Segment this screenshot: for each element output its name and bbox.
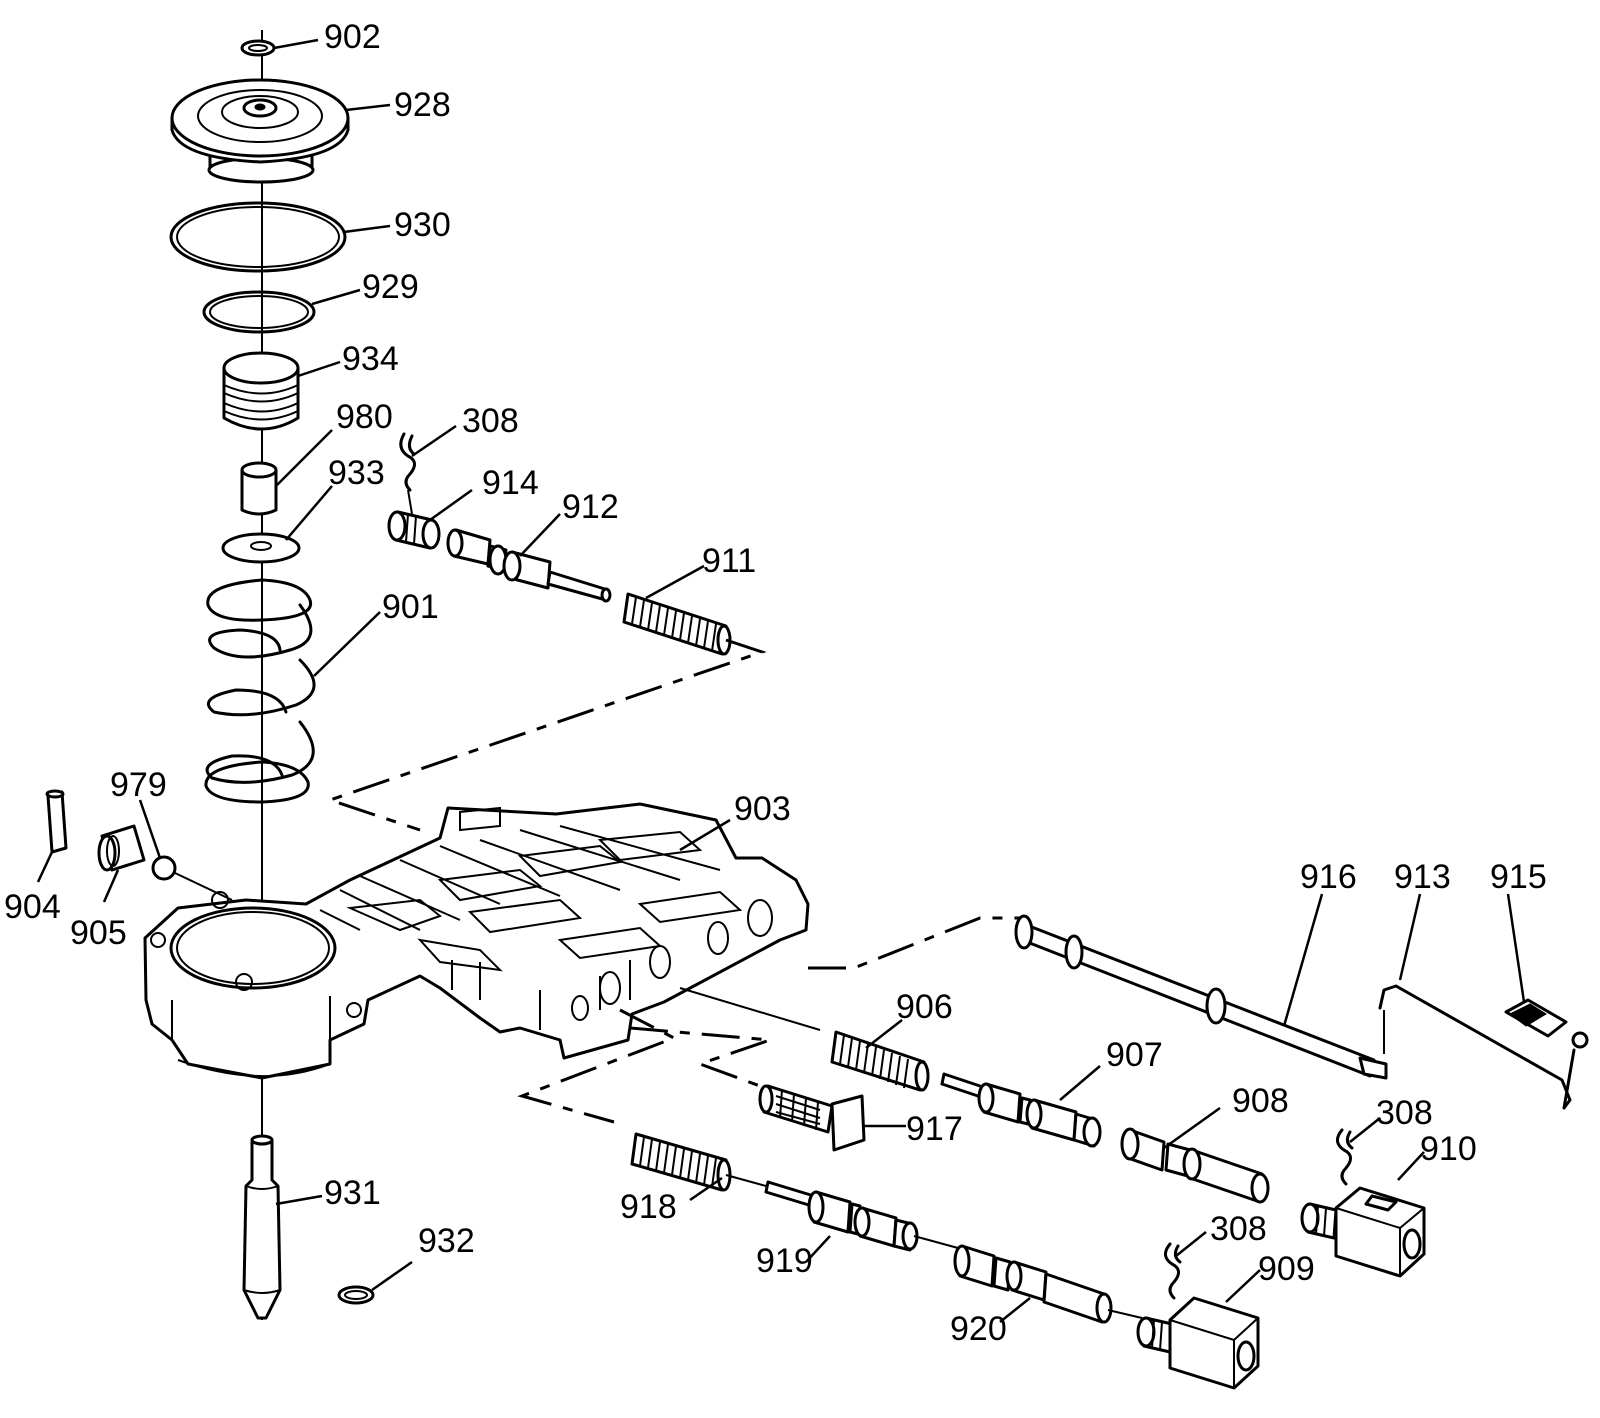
label-308-mid: 308 — [1376, 1094, 1433, 1132]
label-932: 932 — [418, 1222, 475, 1260]
part-905-plug — [97, 824, 146, 872]
label-933: 933 — [328, 454, 385, 492]
part-908-valve — [1120, 1127, 1270, 1204]
assembly-line-917 — [629, 1026, 771, 1088]
label-905: 905 — [70, 914, 127, 952]
part-932-ring — [337, 1285, 375, 1305]
part-308-clip-upper — [399, 432, 416, 492]
part-906-spring — [830, 1030, 930, 1092]
part-933-washer — [221, 532, 301, 564]
part-909-solenoid — [1136, 1296, 1260, 1390]
label-913: 913 — [1394, 858, 1451, 896]
label-904: 904 — [4, 888, 61, 926]
part-916-valve-rod — [1014, 914, 1388, 1080]
part-902-snap-ring — [240, 39, 276, 57]
label-910: 910 — [1420, 1130, 1477, 1168]
label-908: 908 — [1232, 1082, 1289, 1120]
label-920: 920 — [950, 1310, 1007, 1348]
part-934-piston — [222, 351, 300, 431]
label-917: 917 — [906, 1110, 963, 1148]
part-914-plug — [387, 510, 441, 550]
label-903: 903 — [734, 790, 791, 828]
part-910-solenoid — [1300, 1186, 1426, 1278]
label-907: 907 — [1106, 1036, 1163, 1074]
label-916: 916 — [1300, 858, 1357, 896]
part-915-connector — [1504, 998, 1589, 1049]
part-919-valve — [764, 1180, 919, 1252]
label-909: 909 — [1258, 1250, 1315, 1288]
part-911-spring — [622, 592, 732, 656]
part-904-pin — [45, 789, 68, 854]
label-308-upper: 308 — [462, 402, 519, 440]
part-903-valve-body — [143, 802, 810, 1080]
label-912: 912 — [562, 488, 619, 526]
label-928: 928 — [394, 86, 451, 124]
part-930-seal — [169, 201, 347, 273]
part-901-spring — [204, 578, 316, 804]
part-918-spring — [630, 1132, 732, 1192]
label-934: 934 — [342, 340, 399, 378]
part-308-clip-mid — [1336, 1128, 1354, 1186]
part-907-valve — [940, 1072, 1102, 1148]
label-902: 902 — [324, 18, 381, 56]
label-980: 980 — [336, 398, 393, 436]
label-914: 914 — [482, 464, 539, 502]
part-979-ball — [151, 855, 177, 881]
label-901: 901 — [382, 588, 439, 626]
leader-lines — [36, 38, 1526, 1323]
label-930: 930 — [394, 206, 451, 244]
part-917-filter — [758, 1084, 866, 1152]
part-920-valve — [953, 1244, 1113, 1324]
label-915: 915 — [1490, 858, 1547, 896]
assembly-line-918 — [517, 1008, 678, 1124]
part-913-wire — [1378, 984, 1576, 1110]
part-980-pin — [240, 461, 278, 516]
label-918: 918 — [620, 1188, 677, 1226]
part-308-clip-lower — [1164, 1242, 1182, 1300]
label-929: 929 — [362, 268, 419, 306]
label-308-lower: 308 — [1210, 1210, 1267, 1248]
assembly-line-916 — [808, 916, 1026, 970]
part-931-pin — [242, 1134, 282, 1320]
label-931: 931 — [324, 1174, 381, 1212]
label-906: 906 — [896, 988, 953, 1026]
label-911: 911 — [702, 542, 756, 580]
part-929-seal — [202, 290, 316, 334]
assembly-line-911 — [325, 638, 767, 832]
label-919: 919 — [756, 1242, 813, 1280]
label-979: 979 — [110, 766, 167, 804]
part-928-cover — [170, 78, 350, 184]
part-912-valve — [446, 528, 612, 603]
